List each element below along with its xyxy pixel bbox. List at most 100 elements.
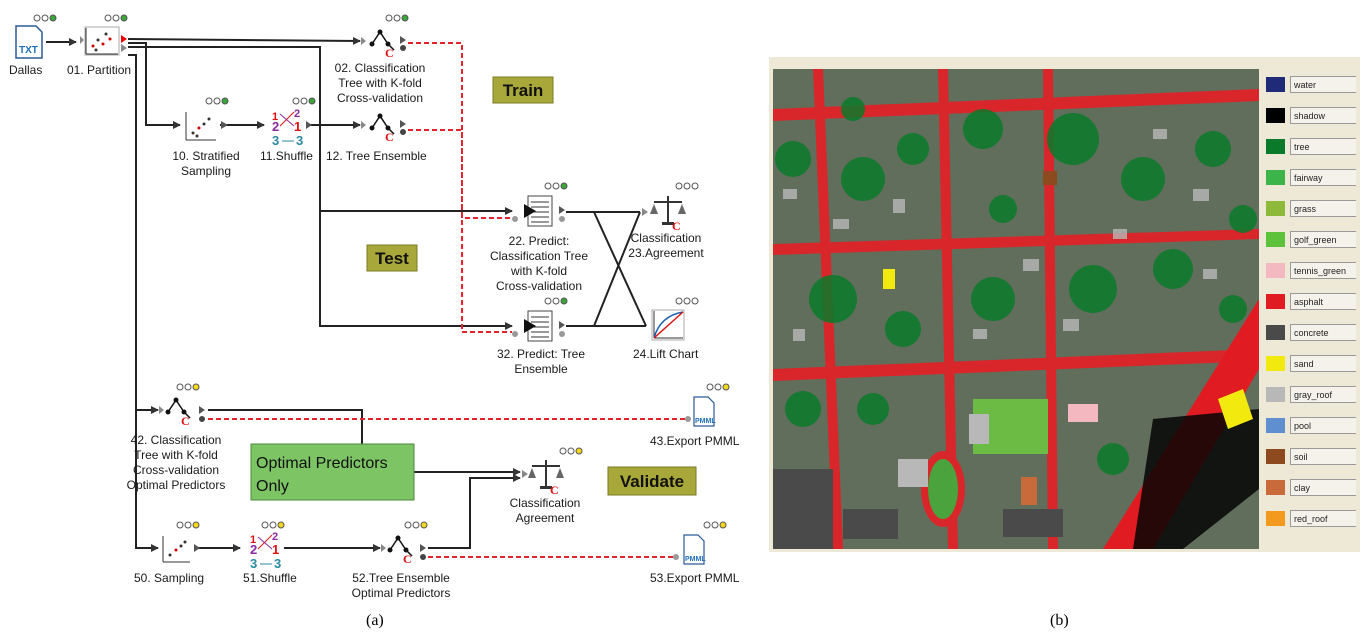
svg-text:2: 2 xyxy=(272,119,279,134)
classification-tree-icon: C xyxy=(159,398,205,429)
status-lights xyxy=(177,384,199,390)
svg-text:C: C xyxy=(385,46,394,60)
predict-icon xyxy=(512,196,565,226)
legend-swatch xyxy=(1266,418,1285,433)
conn-te52-agree xyxy=(428,478,520,548)
conn-pred32-agree23 xyxy=(566,212,640,326)
legend-item-water: water xyxy=(1266,74,1358,96)
legend-item-concrete: concrete xyxy=(1266,322,1358,344)
legend-swatch xyxy=(1266,263,1285,278)
status-lights xyxy=(262,522,284,528)
status-lights xyxy=(676,183,698,189)
svg-text:PMML: PMML xyxy=(685,556,706,563)
legend-item-fairway: fairway xyxy=(1266,167,1358,189)
legend-label: red_roof xyxy=(1290,510,1356,527)
status-lights xyxy=(676,298,698,304)
svg-text:Train: Train xyxy=(503,81,544,100)
status-lights xyxy=(386,15,408,21)
legend-item-clay: clay xyxy=(1266,477,1358,499)
conn-partition-ct42 xyxy=(128,55,158,410)
legend-label: pool xyxy=(1290,417,1356,434)
svg-text:Test: Test xyxy=(375,249,409,268)
node-dallas[interactable]: TXT Dallas xyxy=(9,15,56,77)
legend-item-golf-green: golf_green xyxy=(1266,229,1358,251)
node-partition[interactable]: 01. Partition xyxy=(67,15,131,77)
legend-label: grass xyxy=(1290,200,1356,217)
svg-text:3: 3 xyxy=(272,133,279,148)
node-shuffle-51[interactable]: 1 2 2 1 3 3 51.Shuffle xyxy=(243,522,297,585)
node-label-partition: 01. Partition xyxy=(67,63,131,77)
legend-item-tree: tree xyxy=(1266,136,1358,158)
status-lights xyxy=(34,15,56,21)
node-label-samp50: 50. Sampling xyxy=(134,571,204,585)
legend-item-asphalt: asphalt xyxy=(1266,291,1358,313)
status-lights xyxy=(707,384,729,390)
svg-text:Optimal Predictors: Optimal Predictors xyxy=(256,455,388,472)
node-label-te12: 12. Tree Ensemble xyxy=(326,149,427,163)
classification-tree-icon: C xyxy=(381,536,426,567)
node-label-strat10: 10. StratifiedSampling xyxy=(172,149,239,178)
predict-icon xyxy=(512,311,565,341)
legend-item-shadow: shadow xyxy=(1266,105,1358,127)
scales-icon: C xyxy=(522,460,564,497)
legend-swatch xyxy=(1266,232,1285,247)
legend-label: water xyxy=(1290,76,1356,93)
node-tree-ensemble-12[interactable]: C 12. Tree Ensemble xyxy=(326,114,427,164)
phase-validate: Validate xyxy=(608,467,696,495)
legend-item-pool: pool xyxy=(1266,415,1358,437)
status-lights xyxy=(206,98,228,104)
partition-icon xyxy=(80,27,127,55)
svg-text:C: C xyxy=(385,130,394,144)
pmml-file-icon: PMML xyxy=(673,535,706,564)
svg-text:1: 1 xyxy=(272,542,279,557)
workflow-diagram: TXT Dallas 01. Partition C 02. Classific… xyxy=(0,0,760,610)
txt-file-icon: TXT xyxy=(16,26,42,58)
legend-swatch xyxy=(1266,480,1285,495)
legend-label: gray_roof xyxy=(1290,386,1356,403)
caption-a: (a) xyxy=(366,612,384,630)
legend-label: fairway xyxy=(1290,169,1356,186)
legend-swatch xyxy=(1266,108,1285,123)
status-lights xyxy=(177,522,199,528)
legend-label: soil xyxy=(1290,448,1356,465)
legend-item-gray-roof: gray_roof xyxy=(1266,384,1358,406)
sampling-icon xyxy=(186,112,228,140)
scales-icon: C xyxy=(642,196,686,233)
node-label-pred22: 22. Predict:Classification Treewith K-fo… xyxy=(490,234,588,293)
node-shuffle-11[interactable]: 1 2 2 1 3 3 11.Shuffle xyxy=(260,98,315,163)
node-label-ct02: 02. ClassificationTree with K-foldCross-… xyxy=(335,61,426,105)
node-label-lift24: 24.Lift Chart xyxy=(633,347,699,361)
legend-swatch xyxy=(1266,294,1285,309)
svg-text:Validate: Validate xyxy=(620,472,684,491)
svg-text:TXT: TXT xyxy=(19,45,38,56)
legend-swatch xyxy=(1266,387,1285,402)
status-lights xyxy=(105,15,127,21)
node-sampling-50[interactable]: 50. Sampling xyxy=(134,522,204,585)
sampling-icon xyxy=(163,536,200,562)
conn-partition-ct02 xyxy=(128,39,360,41)
caption-b: (b) xyxy=(1050,612,1069,630)
svg-text:C: C xyxy=(550,483,559,497)
legend-label: tennis_green xyxy=(1290,262,1356,279)
svg-text:Only: Only xyxy=(256,478,289,495)
legend-label: tree xyxy=(1290,138,1356,155)
legend-item-red-roof: red_roof xyxy=(1266,508,1358,530)
node-export-pmml-43[interactable]: PMML 43.Export PMML xyxy=(650,384,740,448)
node-lift-chart-24[interactable]: 24.Lift Chart xyxy=(633,298,699,361)
node-label-pmml53: 53.Export PMML xyxy=(650,571,740,585)
legend-swatch xyxy=(1266,170,1285,185)
node-export-pmml-53[interactable]: PMML 53.Export PMML xyxy=(650,522,740,585)
status-lights xyxy=(405,522,427,528)
node-label-pmml43: 43.Export PMML xyxy=(650,434,740,448)
